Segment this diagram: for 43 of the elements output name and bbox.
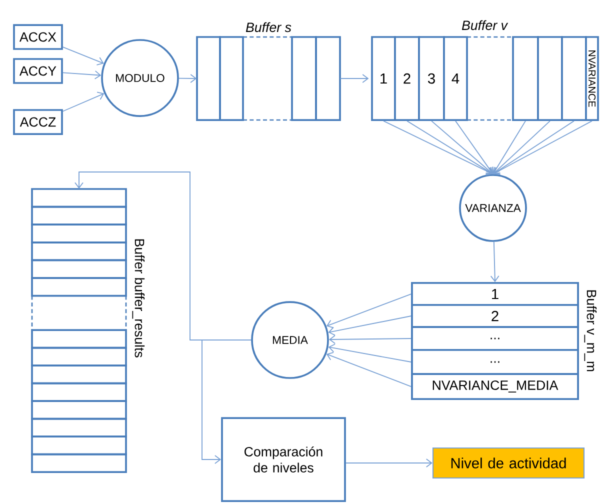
buffer-cell <box>512 36 539 121</box>
result-box: Nivel de actividad <box>432 447 585 479</box>
buffer: Buffer s <box>196 22 341 121</box>
arrow <box>345 458 432 468</box>
arrow <box>328 334 412 344</box>
arrow <box>490 241 500 282</box>
arrow <box>62 70 102 80</box>
input-box: ACCZ <box>13 109 63 135</box>
arrow <box>326 352 412 387</box>
buffer-cell: 2 <box>411 304 579 328</box>
arrow <box>62 92 104 112</box>
arrow <box>493 120 574 175</box>
buffer-cell: NVARIANCE_MEDIA <box>411 373 579 400</box>
buffer-cell: 2 <box>394 36 420 121</box>
node-label: Buffer buffer_results <box>132 239 145 358</box>
arrow <box>178 74 197 83</box>
arrow <box>493 120 592 176</box>
arrow <box>431 120 493 174</box>
arrow <box>340 74 369 83</box>
buffer: Buffer buffer_results <box>31 188 145 473</box>
buffer-cell: ... <box>411 326 579 351</box>
process-box: Comparación de niveles <box>221 417 346 502</box>
arrow <box>383 120 493 176</box>
input-box: ACCX <box>13 24 63 50</box>
input-box: ACCY <box>13 58 63 84</box>
arrow <box>455 120 494 174</box>
arrow <box>406 120 493 175</box>
buffer-cell <box>561 36 587 121</box>
buffer-cell: 1 <box>411 282 579 306</box>
arrow <box>328 316 412 336</box>
node-label: Buffer s <box>246 22 292 32</box>
buffer-cell: NVARIANCE <box>585 36 599 121</box>
arrow <box>493 120 550 174</box>
arrow <box>326 294 412 328</box>
buffer-cell <box>537 36 563 121</box>
buffer-cell: 3 <box>418 36 445 121</box>
arrow <box>62 46 104 66</box>
buffer-cell: 1 <box>371 36 396 121</box>
arrow <box>328 344 412 362</box>
arrow <box>202 340 252 464</box>
buffer-cell: 4 <box>443 36 468 121</box>
arrow <box>492 120 526 174</box>
buffer-cell: ... <box>411 349 579 375</box>
